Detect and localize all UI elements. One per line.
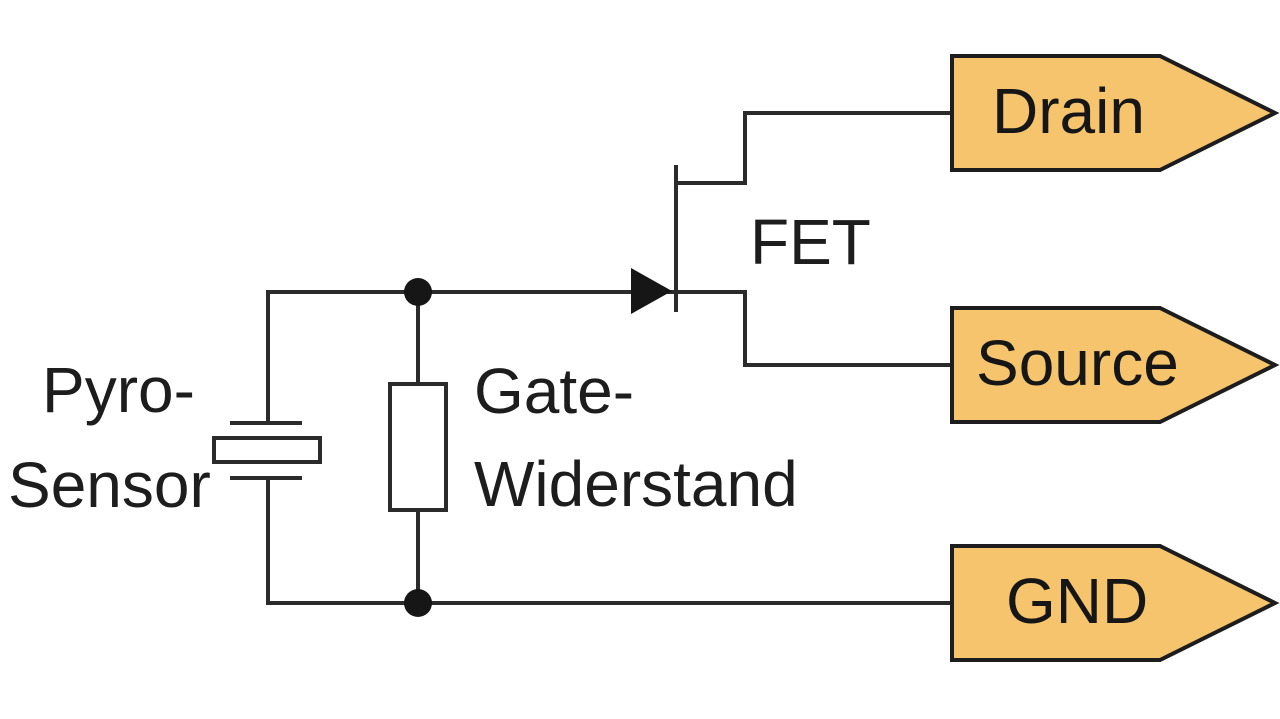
- wires: [266, 111, 954, 605]
- port-source-label: Source: [976, 327, 1179, 399]
- junction-top: [404, 278, 432, 306]
- gate-wire: [266, 290, 677, 422]
- port-source-shape: [950, 306, 1280, 424]
- drain-wire: [674, 111, 954, 185]
- port-gnd-label: GND: [1006, 565, 1148, 637]
- sensor-label-line1: Pyro-: [42, 354, 195, 426]
- pyro-sensor-symbol: [212, 421, 322, 480]
- port-gnd: GND: [950, 544, 1280, 662]
- fet-label: FET: [750, 206, 871, 278]
- resistor-label-line2: Widerstand: [474, 448, 798, 520]
- resistor-label-line1: Gate-: [474, 355, 634, 427]
- port-drain: Drain: [950, 54, 1280, 172]
- fet-gate-arrow: [631, 268, 672, 314]
- port-source: Source: [950, 306, 1280, 424]
- junction-bottom: [404, 589, 432, 617]
- sensor-label-line2: Sensor: [8, 449, 211, 521]
- gate-resistor-symbol: [388, 382, 448, 512]
- source-wire: [674, 290, 954, 367]
- gnd-wire: [266, 476, 954, 605]
- port-drain-label: Drain: [992, 75, 1145, 147]
- port-drain-shape: [950, 54, 1280, 172]
- port-gnd-shape: [950, 544, 1280, 662]
